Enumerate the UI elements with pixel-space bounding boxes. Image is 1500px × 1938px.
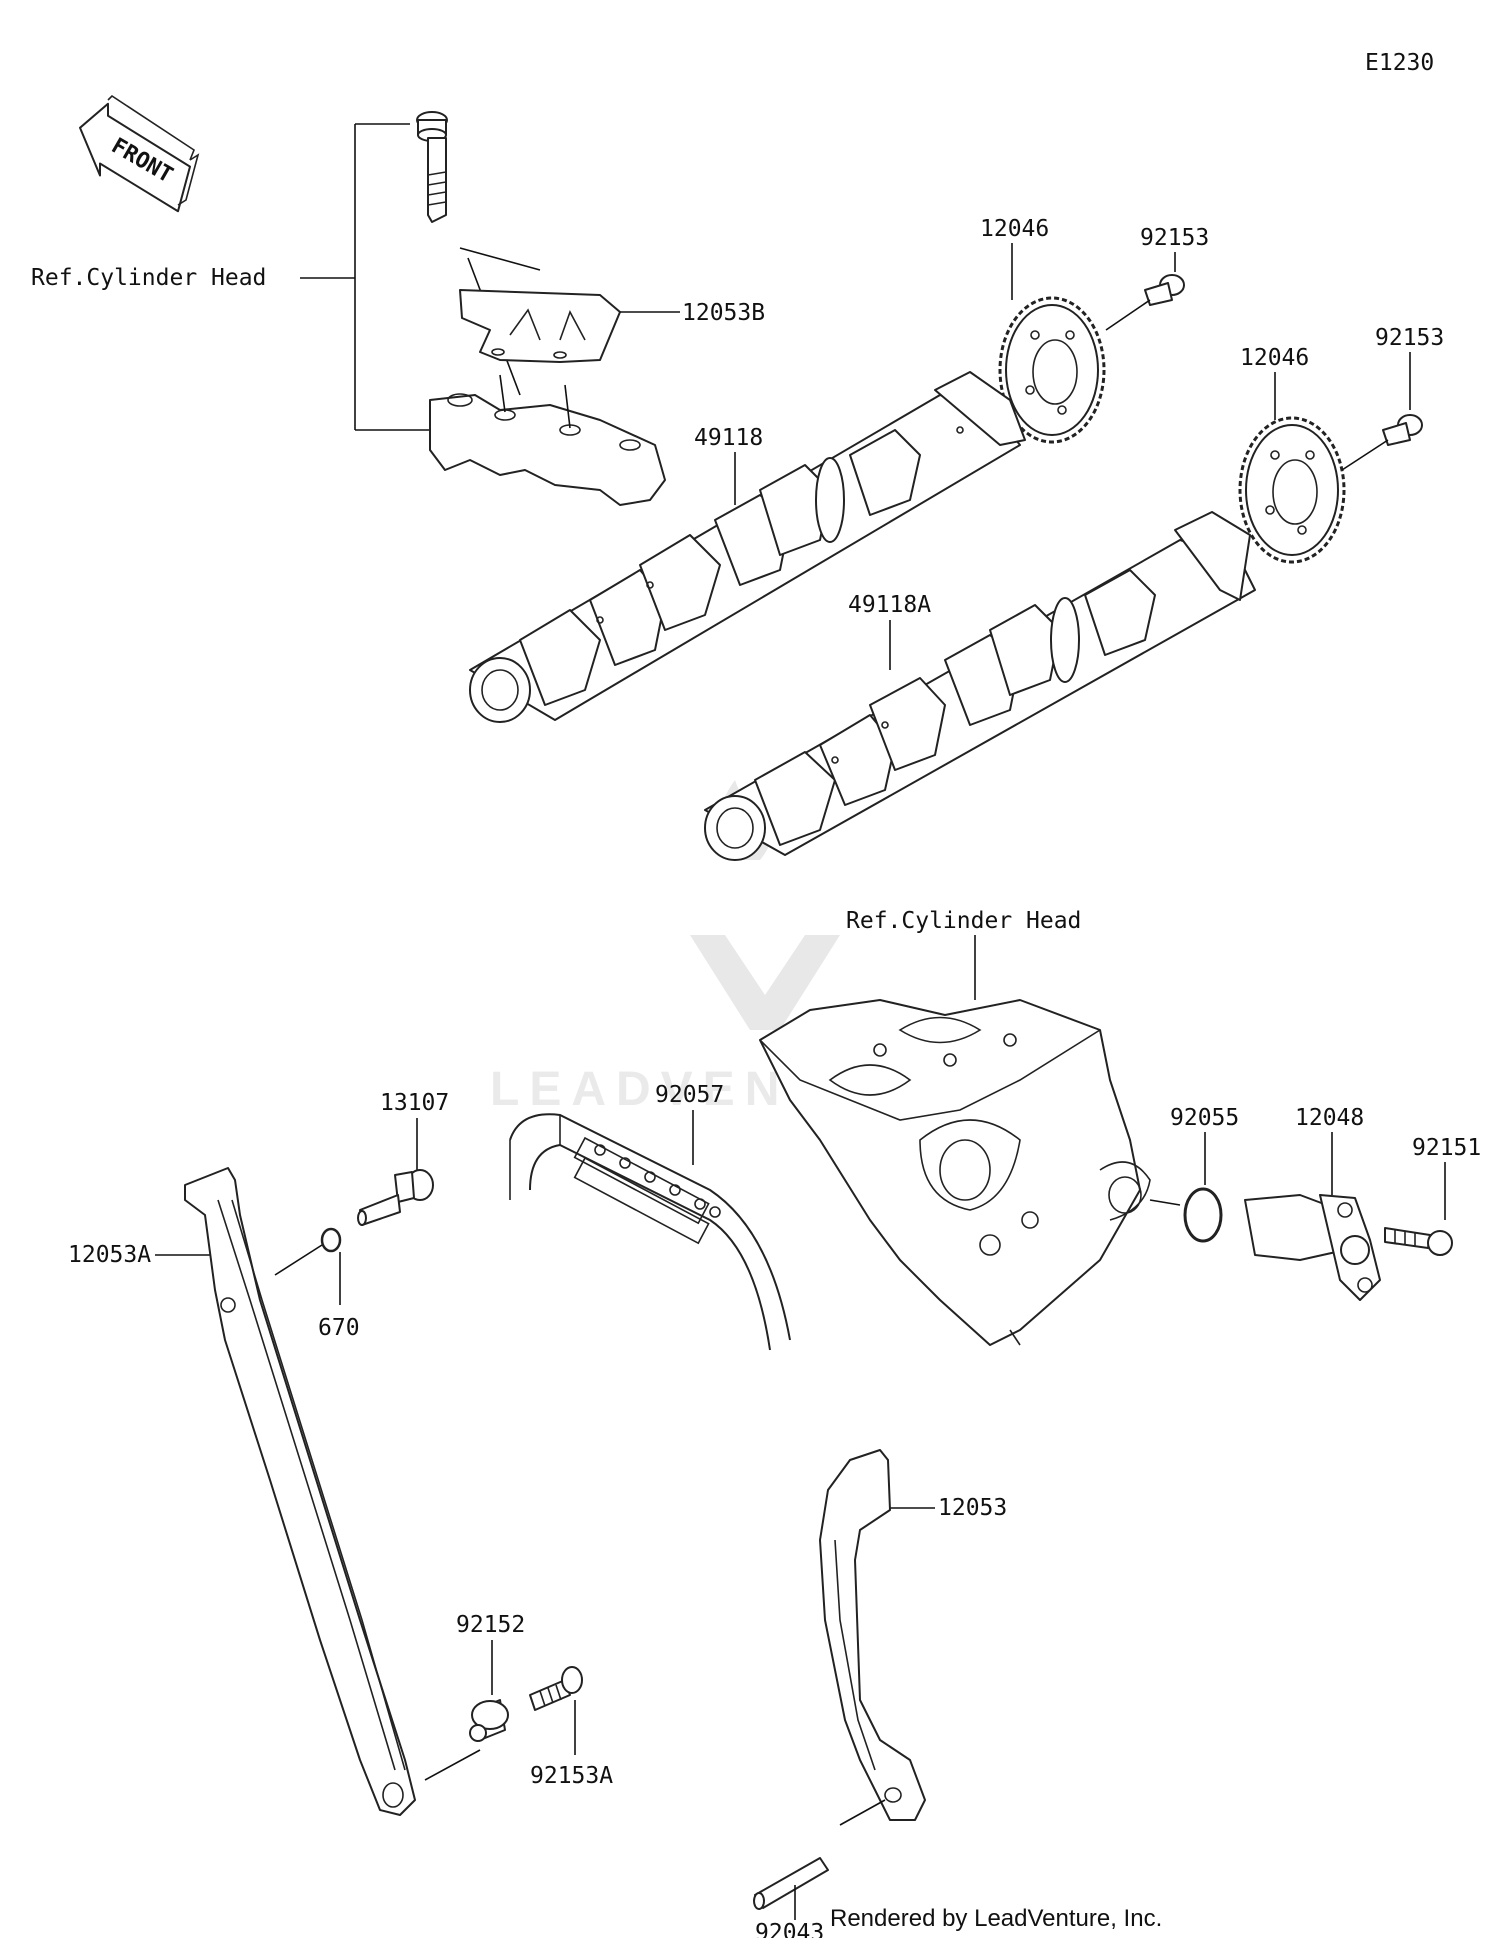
svg-text:12046: 12046 (980, 216, 1049, 242)
part-92055-o-ring: 92055 (1170, 1105, 1239, 1243)
svg-text:12048: 12048 (1295, 1105, 1364, 1131)
part-12053B: 12053B (459, 289, 765, 363)
part-92043-pin: 92043 (753, 1857, 829, 1938)
cylinder-head (759, 999, 1181, 1346)
svg-text:92153: 92153 (1140, 225, 1209, 251)
svg-text:49118A: 49118A (848, 592, 931, 618)
front-arrow-icon: FRONT (79, 94, 200, 213)
svg-text:12046: 12046 (1240, 345, 1309, 371)
svg-text:92152: 92152 (456, 1612, 525, 1638)
svg-text:12053: 12053 (938, 1495, 1007, 1521)
part-12053A-chain-guide: 12053A (68, 1167, 481, 1816)
chain-links (573, 1136, 721, 1245)
svg-text:92153A: 92153A (530, 1763, 613, 1789)
part-49118A-camshaft: 49118A (704, 511, 1256, 861)
svg-text:Ref.Cylinder Head: Ref.Cylinder Head (846, 908, 1081, 934)
part-49118-camshaft: 49118 (469, 371, 1026, 723)
svg-text:92153: 92153 (1375, 325, 1444, 351)
part-670-washer: 670 (274, 1227, 360, 1341)
ref-cylinder-head-mid-callout: Ref.Cylinder Head (846, 908, 1081, 1000)
part-12048-tensioner: 12048 (1244, 1105, 1381, 1301)
svg-text:13107: 13107 (380, 1090, 449, 1116)
part-92153A-bolt: 92153A (529, 1666, 613, 1789)
part-92153-a: 92153 (1105, 225, 1209, 331)
part-92057-cam-chain: 92057 (509, 1082, 791, 1351)
svg-text:670: 670 (318, 1315, 360, 1341)
part-12046-a: 12046 (980, 216, 1106, 444)
part-13107-bolt: 13107 (357, 1090, 449, 1226)
svg-text:49118: 49118 (694, 425, 763, 451)
cam-cap (429, 374, 666, 506)
render-credit: Rendered by LeadVenture, Inc. (830, 1905, 1162, 1932)
part-92151-bolt: 92151 (1384, 1135, 1481, 1256)
part-92153-b: 92153 (1341, 325, 1444, 471)
svg-text:Ref.Cylinder Head: Ref.Cylinder Head (31, 265, 266, 291)
diagram-code: E1230 (1365, 50, 1434, 76)
cam-cap-bolt (416, 111, 541, 396)
svg-text:92151: 92151 (1412, 1135, 1481, 1161)
part-12046-b: 12046 (1238, 345, 1346, 564)
svg-text:92057: 92057 (655, 1082, 724, 1108)
svg-text:92055: 92055 (1170, 1105, 1239, 1131)
part-12053-chain-guide: 12053 (819, 1449, 1007, 1826)
svg-text:12053B: 12053B (682, 300, 765, 326)
ref-cylinder-head-top-callout: Ref.Cylinder Head (31, 123, 430, 431)
part-92152-collar: 92152 (456, 1612, 525, 1742)
svg-text:92043: 92043 (755, 1920, 824, 1938)
svg-text:12053A: 12053A (68, 1242, 151, 1268)
